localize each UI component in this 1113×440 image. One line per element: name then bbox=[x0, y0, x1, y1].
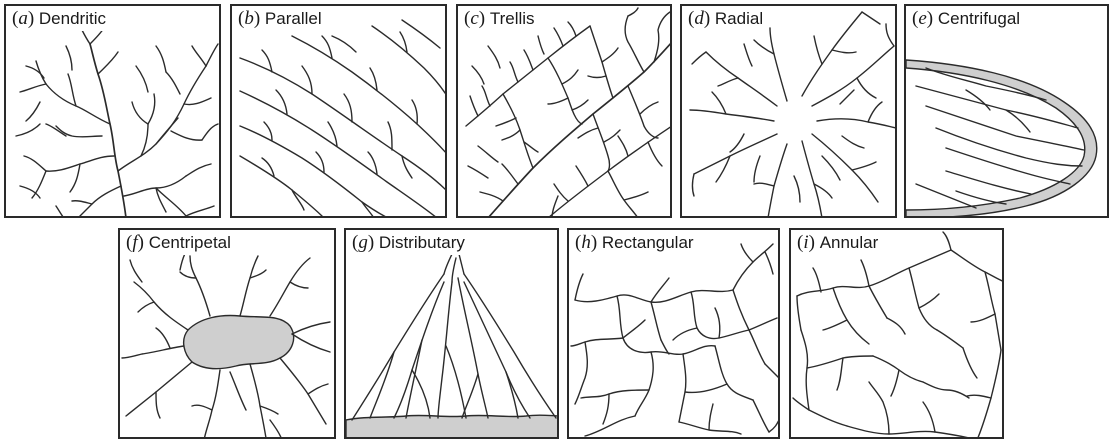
panel-annular: (i) Annular bbox=[789, 228, 1004, 439]
panel-label: (h) Rectangular bbox=[575, 232, 697, 255]
panel-label: (g) Distributary bbox=[352, 232, 468, 255]
annular-drainage-diagram bbox=[792, 231, 1002, 437]
distributary-drainage-diagram bbox=[346, 249, 557, 437]
panel-label: (a) Dendritic bbox=[12, 8, 109, 31]
parallel-drainage-diagram bbox=[239, 19, 445, 216]
panel-label: (b) Parallel bbox=[238, 8, 325, 31]
panel-radial: (d) Radial bbox=[680, 4, 897, 218]
panel-label: (e) Centrifugal bbox=[912, 8, 1024, 31]
panel-distributary: (g) Distributary bbox=[344, 228, 559, 439]
panel-dendritic: (a) Dendritic bbox=[4, 4, 221, 218]
centripetal-drainage-diagram bbox=[121, 247, 331, 437]
panel-label: (d) Radial bbox=[688, 8, 767, 31]
rectangular-drainage-diagram bbox=[570, 243, 778, 437]
panel-label: (i) Annular bbox=[797, 232, 882, 255]
panel-centripetal: (f) Centripetal bbox=[118, 228, 336, 439]
panel-trellis: (c) Trellis bbox=[456, 4, 672, 218]
panel-label: (f) Centripetal bbox=[126, 232, 234, 255]
radial-drainage-diagram bbox=[689, 11, 895, 216]
trellis-drainage-diagram bbox=[465, 7, 670, 216]
panel-centrifugal: (e) Centrifugal bbox=[904, 4, 1109, 218]
panel-label: (c) Trellis bbox=[464, 8, 538, 31]
panel-rectangular: (h) Rectangular bbox=[567, 228, 780, 439]
panel-parallel: (b) Parallel bbox=[230, 4, 447, 218]
dendritic-drainage-diagram bbox=[15, 27, 219, 216]
centrifugal-drainage-diagram bbox=[906, 59, 1098, 216]
